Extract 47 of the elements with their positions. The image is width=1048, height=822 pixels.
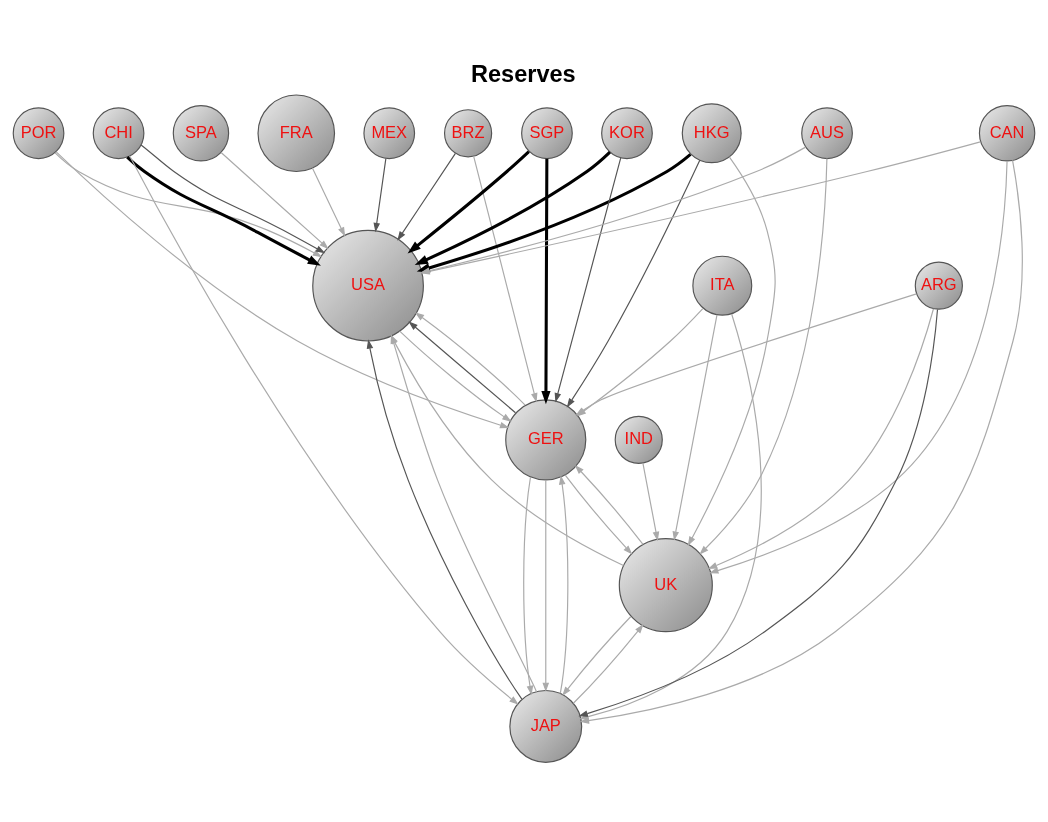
arrow [564, 474, 633, 555]
arrow [414, 151, 611, 265]
arrow [399, 330, 512, 422]
arrow [562, 615, 632, 697]
node-circle: FRA [257, 94, 336, 173]
arrow [407, 150, 530, 254]
arrow [414, 312, 526, 406]
node-circle: POR [12, 107, 65, 160]
arrow [709, 160, 1008, 574]
arrow [542, 479, 550, 693]
arrow [126, 155, 321, 266]
arrow [699, 158, 828, 555]
node-circle: IND [614, 415, 663, 464]
node-circle: SGP [521, 107, 573, 160]
node-circle: KOR [601, 107, 653, 160]
diagram-title: Reserves [471, 61, 576, 88]
arrow [140, 144, 326, 254]
arrow [558, 475, 569, 695]
node-circle: HKG [681, 103, 742, 164]
arrow [574, 464, 644, 546]
arrow [408, 321, 517, 414]
node-circle: CHI [92, 107, 145, 160]
arrow [54, 152, 323, 258]
arrow [397, 152, 456, 241]
node-circle: AUS [801, 107, 853, 160]
node-circle: SPA [172, 105, 230, 162]
arrow [642, 462, 660, 542]
arrow [373, 157, 387, 233]
arrow [220, 151, 329, 250]
arrow [311, 167, 346, 237]
arrow [687, 156, 776, 546]
arrow [672, 314, 718, 541]
node-circle: BRZ [443, 109, 493, 158]
arrow [554, 157, 622, 403]
arrow [523, 476, 534, 696]
node-circle: ARG [914, 261, 963, 310]
arrow [541, 158, 551, 405]
node-circle: MEX [363, 107, 416, 160]
arrow [55, 151, 510, 429]
arrow [566, 159, 701, 408]
arrow [572, 624, 644, 704]
node-circle: CAN [978, 105, 1036, 162]
arrow [366, 339, 523, 700]
arrow [707, 308, 935, 569]
arrow [129, 155, 519, 705]
node-circle: ITA [692, 255, 753, 316]
arrow [473, 155, 538, 403]
